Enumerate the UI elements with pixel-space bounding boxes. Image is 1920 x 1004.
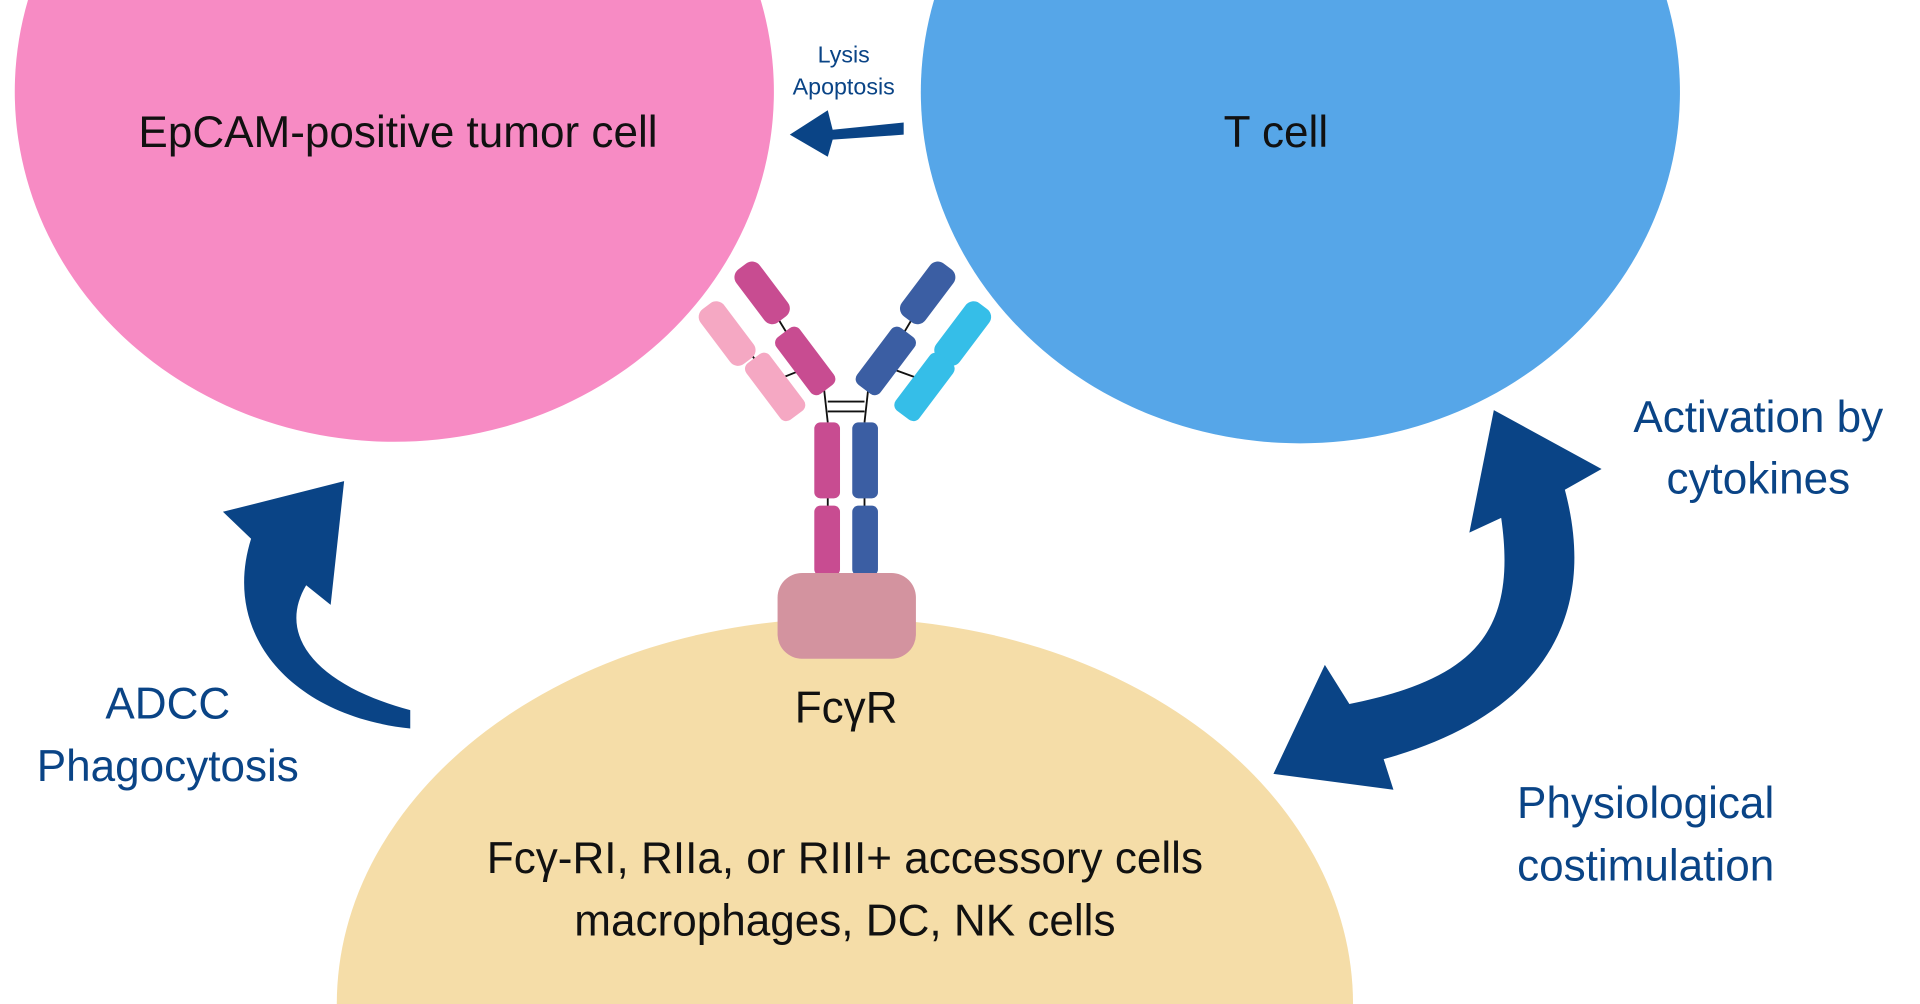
heavy-chain-left-ch1 — [775, 326, 836, 396]
fc-gamma-receptor-label: FcγR — [795, 683, 898, 732]
lysis-label: Lysis — [818, 41, 870, 67]
costimulation-label: costimulation — [1517, 841, 1774, 890]
physiological-label: Physiological — [1517, 779, 1774, 828]
accessory-cell — [336, 618, 1354, 1004]
accessory-cell-label-2: macrophages, DC, NK cells — [574, 896, 1115, 945]
light-chain-right-variable — [934, 301, 992, 366]
heavy-chain-right-ch2 — [852, 422, 878, 499]
t-cell — [920, 0, 1680, 444]
lysis-arrow — [789, 110, 904, 157]
light-chain-left-variable — [698, 301, 756, 366]
activation-costimulation-arrow — [1273, 410, 1602, 790]
apoptosis-label: Apoptosis — [793, 73, 895, 99]
light-chain-left-constant — [744, 352, 806, 422]
tumor-cell — [14, 0, 774, 442]
phagocytosis-label: Phagocytosis — [37, 742, 299, 791]
activation-label: Activation by — [1633, 393, 1883, 442]
light-chain-right-constant — [894, 352, 955, 422]
heavy-chain-left-variable — [734, 261, 790, 325]
heavy-chain-left-ch2 — [814, 422, 841, 499]
fc-gamma-receptor — [777, 573, 916, 659]
heavy-chain-right-ch3 — [852, 505, 878, 576]
heavy-chain-right-variable — [899, 261, 956, 325]
heavy-chain-left-ch3 — [814, 505, 841, 576]
adcc-label: ADCC — [105, 680, 230, 729]
tumor-cell-label: EpCAM-positive tumor cell — [138, 108, 657, 157]
heavy-chain-right-ch1 — [855, 326, 916, 396]
cytokines-label: cytokines — [1666, 454, 1850, 503]
t-cell-label: T cell — [1224, 108, 1328, 157]
accessory-cell-label-1: Fcγ-RI, RIIa, or RIII+ accessory cells — [487, 834, 1203, 883]
adcc-arrow — [222, 481, 411, 729]
